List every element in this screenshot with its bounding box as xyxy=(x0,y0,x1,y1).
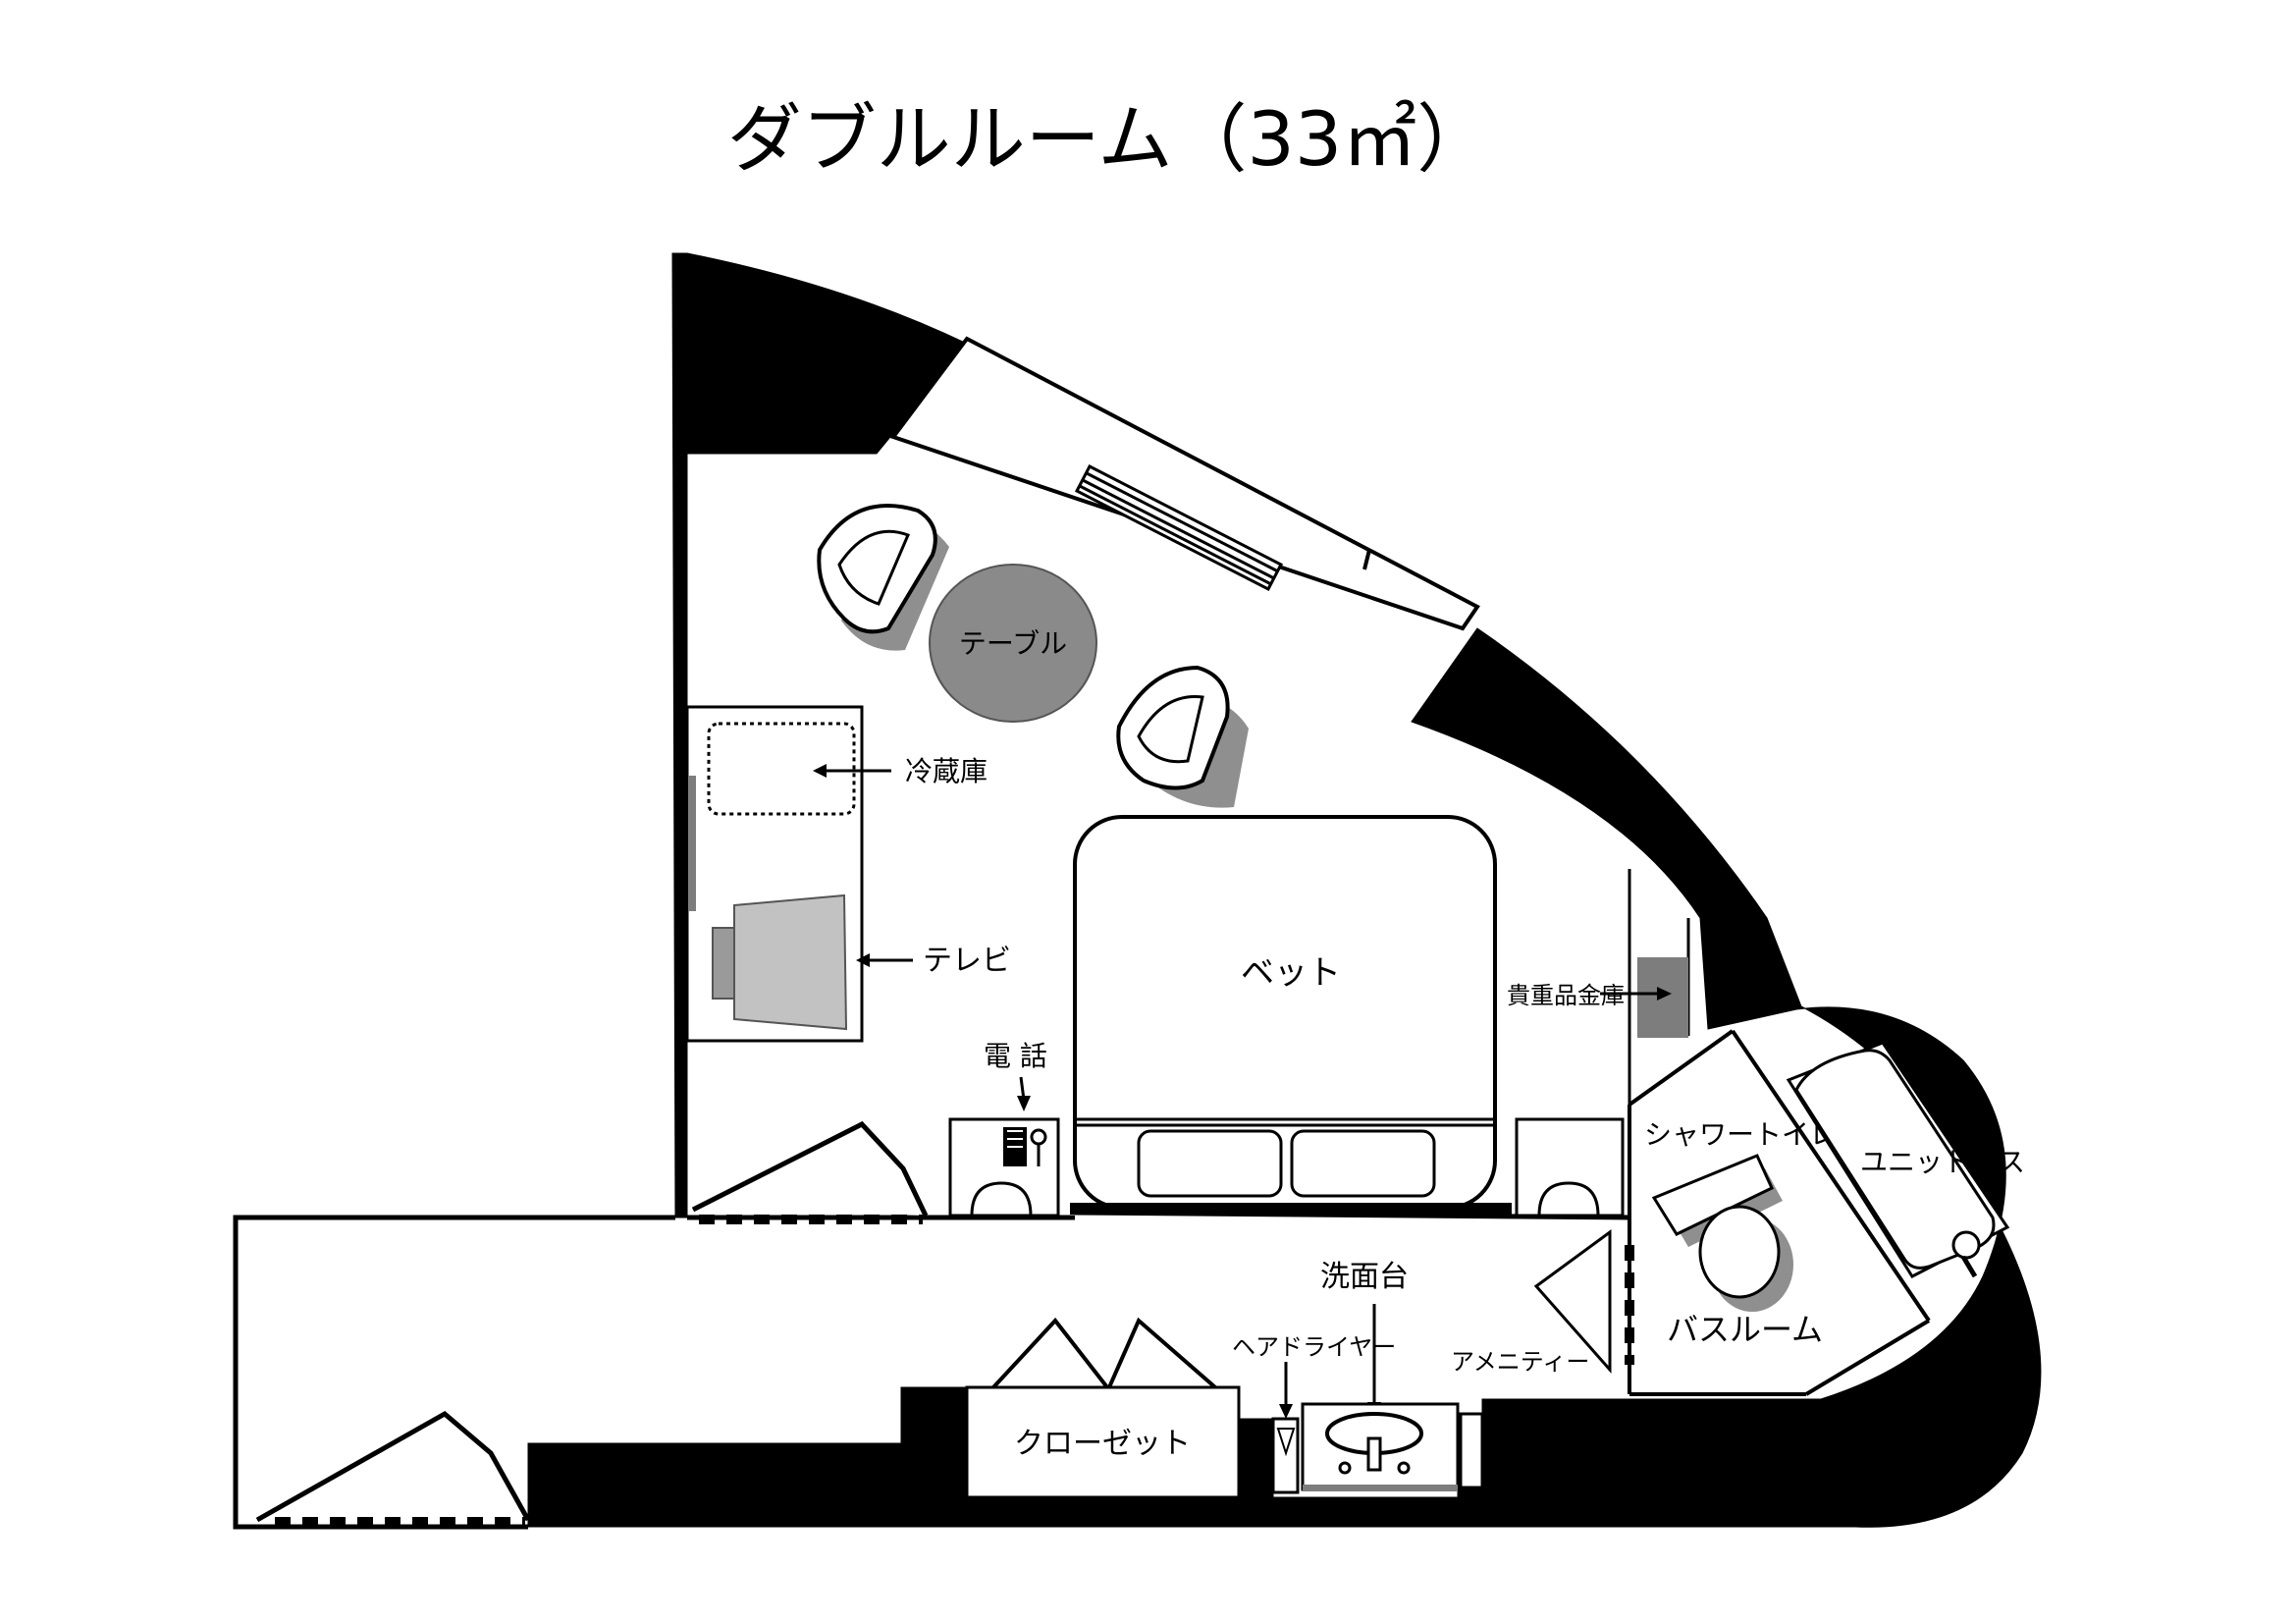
fridge-label: 冷蔵庫 xyxy=(905,755,988,787)
unit-bath: ユニットバス xyxy=(1786,1041,2025,1278)
armchair-top xyxy=(817,504,949,651)
round-table: テーブル xyxy=(929,564,1097,723)
closet: クローゼット xyxy=(965,1317,1241,1499)
hair-dryer-label: ヘアドライヤー xyxy=(1232,1333,1396,1361)
phone-label: 電 話 xyxy=(984,1040,1047,1072)
table-label: テーブル xyxy=(959,627,1067,660)
tv-label: テレビ xyxy=(923,944,1011,978)
amenity: アメニティー xyxy=(1451,1348,1589,1489)
unit-bath-label: ユニットバス xyxy=(1860,1146,2025,1178)
fridge xyxy=(707,722,856,816)
tv-callout: テレビ xyxy=(856,944,1011,978)
armchair-bottom xyxy=(1116,665,1249,808)
bed-label: ベット xyxy=(1241,953,1341,993)
closet-label: クローゼット xyxy=(1014,1427,1191,1461)
fridge-callout: 冷蔵庫 xyxy=(813,755,988,787)
safe: 貴重品金庫 xyxy=(1507,957,1688,1038)
washstand: 洗面台 xyxy=(1301,1260,1460,1491)
phone-stand: 電 話 xyxy=(948,1040,1060,1217)
shower-toilet-label: シャワートイレ xyxy=(1644,1118,1837,1151)
entrance-door xyxy=(255,1410,531,1527)
thin-walls xyxy=(233,454,1931,1530)
bathroom-label: バスルーム xyxy=(1667,1311,1823,1348)
washstand-label: 洗面台 xyxy=(1320,1260,1409,1294)
ac-vent xyxy=(1074,463,1284,592)
window xyxy=(889,336,1480,631)
tv-cabinet xyxy=(685,705,864,1043)
amenity-label: アメニティー xyxy=(1451,1348,1589,1376)
pillow-left xyxy=(1137,1129,1283,1198)
hair-dryer: ヘアドライヤー xyxy=(1232,1333,1396,1494)
bed: ベット xyxy=(1070,815,1512,1215)
plan-title: ダブルルーム（33㎡） xyxy=(727,95,1491,183)
exterior-walls xyxy=(527,252,2042,1528)
safe-label: 貴重品金庫 xyxy=(1507,982,1625,1009)
television xyxy=(733,893,848,1031)
bedroom-door xyxy=(691,1120,929,1224)
shower-toilet: シャワートイレ xyxy=(1644,1118,1837,1312)
nightstand-right xyxy=(1515,1117,1625,1217)
pillow-right xyxy=(1290,1129,1436,1198)
